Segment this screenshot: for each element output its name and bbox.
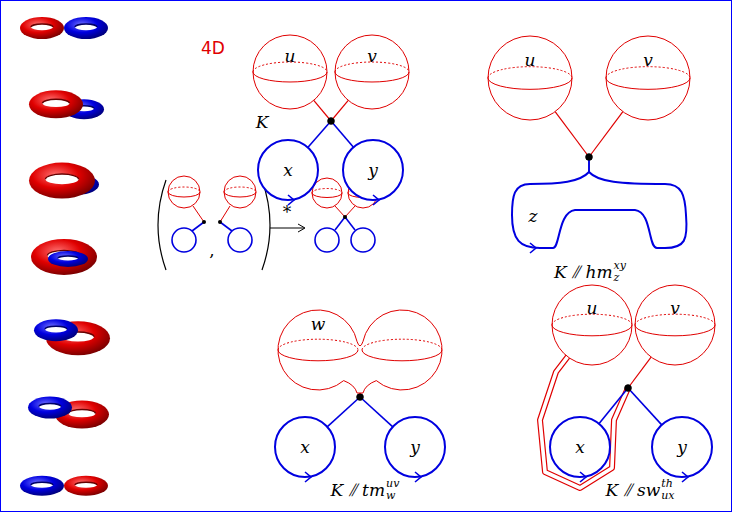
circle-component: x — [547, 414, 613, 480]
superscript: uv — [386, 478, 399, 490]
index-stack: thux — [661, 478, 674, 501]
component-name: v — [643, 52, 653, 69]
component-name: u — [285, 48, 296, 65]
strand-connector — [357, 393, 393, 427]
component-name: x — [300, 439, 310, 456]
superscript: xy — [614, 260, 626, 272]
sphere-component: v — [332, 32, 412, 112]
caption-text: K ⫽ hm — [554, 262, 613, 282]
circle-component: x — [255, 137, 321, 203]
strand-connector — [308, 100, 348, 147]
strand-connector — [555, 112, 592, 172]
torus-sequence — [20, 17, 110, 496]
sphere-component: u — [250, 32, 330, 112]
index-stack: uvw — [386, 478, 399, 501]
circle-component: y — [382, 414, 448, 480]
sphere-component: v — [632, 282, 718, 368]
component-name: u — [525, 52, 536, 69]
symbol-label: K — [256, 114, 269, 131]
component-name: y — [677, 439, 687, 456]
component-name: x — [575, 439, 585, 456]
shape-outline — [250, 32, 330, 112]
sphere-component: v — [603, 33, 693, 123]
dimension-label: 4D — [201, 40, 225, 57]
operation-caption: K ⫽ tmuvw — [331, 478, 400, 501]
index-stack: xyz — [614, 260, 626, 283]
symbol-label: * — [283, 204, 292, 221]
strand-connector — [314, 100, 354, 147]
symbol-label: , — [209, 242, 214, 259]
sphere-component: w — [274, 306, 446, 398]
strand-connector — [327, 393, 363, 427]
strand-connector — [540, 357, 662, 488]
subscript: ux — [661, 490, 674, 502]
circle-component: y — [340, 137, 406, 203]
circle-component: x — [272, 414, 338, 480]
shape-outline — [485, 33, 575, 123]
caption-text: K ⫽ sw — [605, 480, 660, 500]
strand-connector — [586, 112, 623, 172]
component-name: x — [283, 162, 293, 179]
shape-outline — [603, 33, 693, 123]
component-name: z — [529, 208, 538, 225]
shape-outline — [332, 32, 412, 112]
component-name: u — [587, 300, 598, 317]
operation-caption: K ⫽ swthux — [605, 478, 674, 501]
component-name: y — [410, 439, 420, 456]
shape-outline — [632, 282, 718, 368]
shape-outline — [549, 282, 635, 368]
shape-outline — [274, 306, 446, 398]
component-name: w — [311, 316, 326, 333]
sphere-component: u — [485, 33, 575, 123]
subscript: w — [386, 490, 399, 502]
component-name: v — [670, 300, 680, 317]
sphere-component: u — [549, 282, 635, 368]
subscript: z — [614, 272, 626, 284]
component-name: v — [367, 48, 377, 65]
circle-component: y — [649, 414, 715, 480]
component-name: y — [368, 162, 378, 179]
circle-component: z — [505, 165, 691, 255]
caption-text: K ⫽ tm — [331, 480, 385, 500]
operation-caption: K ⫽ hmxyz — [554, 260, 626, 283]
strand-connector — [599, 357, 651, 424]
superscript: th — [661, 478, 674, 490]
